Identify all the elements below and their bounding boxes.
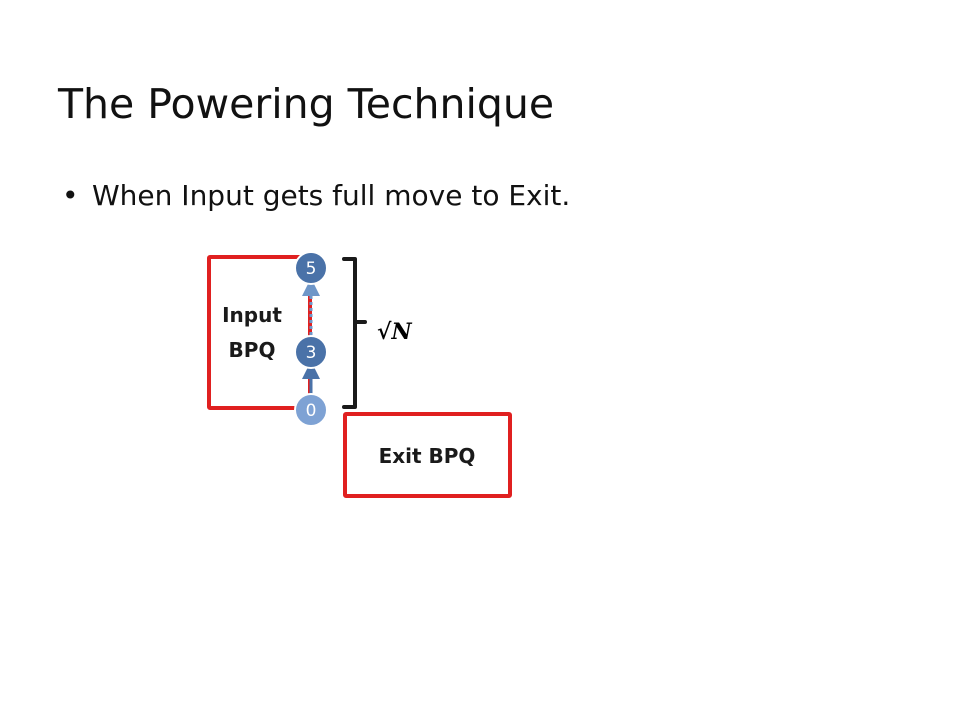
node-3: [294, 335, 328, 369]
node-5-label: 5: [306, 259, 317, 279]
node-0: [294, 393, 328, 427]
slide-title: The Powering Technique: [58, 80, 555, 128]
input-bpq-box: [207, 255, 312, 410]
bullet-item: • When Input gets full move to Exit.: [62, 179, 570, 212]
node-5: [294, 251, 328, 285]
bullet-text: When Input gets full move to Exit.: [92, 179, 571, 212]
right-brace: [342, 257, 367, 409]
node-3-label: 3: [306, 343, 317, 363]
input-bpq-label-line1: Input: [222, 303, 282, 327]
exit-bpq-label: Exit BPQ: [379, 444, 476, 468]
sqrt-n-label: √N: [377, 319, 412, 345]
node-0-label: 0: [306, 401, 317, 421]
exit-bpq-box: [343, 412, 512, 498]
bullet-dot: •: [62, 179, 79, 212]
input-bpq-label-line2: BPQ: [229, 338, 276, 362]
